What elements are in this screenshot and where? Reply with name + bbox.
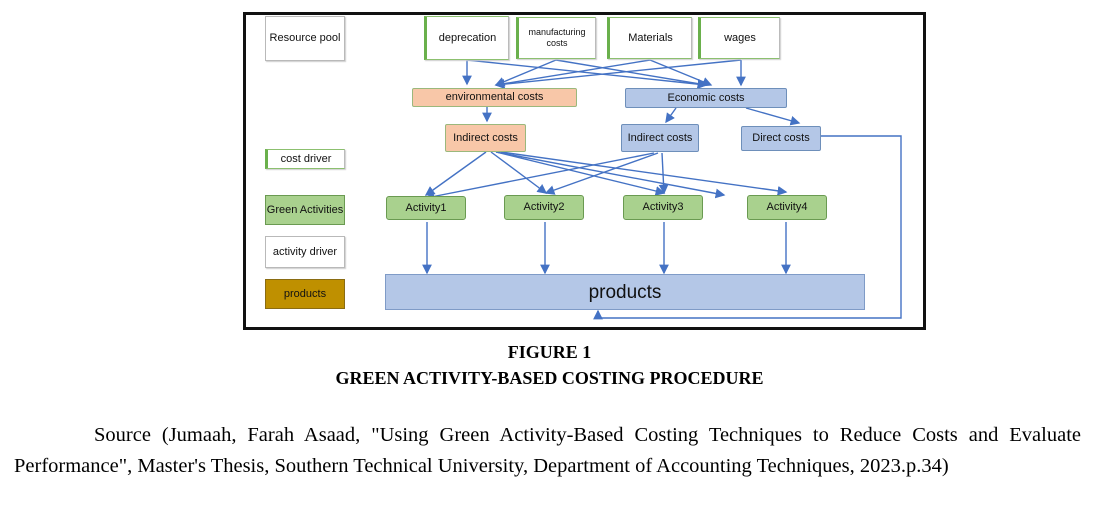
arrow-envind-act4 <box>500 151 788 196</box>
products-box: products <box>385 274 865 310</box>
direct-costs-box: Direct costs <box>741 126 821 151</box>
arrow-ecoind-act3 <box>658 152 669 195</box>
legend-cost-driver: cost driver <box>265 149 345 169</box>
arrow-ecoind-act2 <box>544 152 659 195</box>
arrow-envind-act2 <box>490 151 548 194</box>
source-citation: Source (Jumaah, Farah Asaad, "Using Gree… <box>14 424 1081 477</box>
arrow-materials-env <box>494 59 651 89</box>
connector-arrows <box>422 59 902 320</box>
legend-activity-driver: activity driver <box>265 236 345 268</box>
activity-3-box: Activity3 <box>623 195 703 220</box>
resource-manufacturing-costs: manufacturing costs <box>516 17 596 59</box>
arrow-envind-extra <box>495 151 726 199</box>
arrow-direct-products <box>593 135 902 320</box>
eco-indirect-costs-box: Indirect costs <box>621 124 699 152</box>
legend-green-activities: Green Activities <box>265 195 345 225</box>
arrow-deprecation-eco <box>466 59 708 89</box>
legend-products: products <box>265 279 345 309</box>
resource-deprecation: deprecation <box>424 16 509 60</box>
arrow-envind-act3 <box>495 151 666 196</box>
environmental-costs-box: environmental costs <box>412 88 577 107</box>
economic-costs-box: Economic costs <box>625 88 787 108</box>
arrow-wages-env <box>494 59 742 90</box>
diagram-frame: Resource pool cost driver Green Activiti… <box>243 12 926 330</box>
activity-2-box: Activity2 <box>504 195 584 220</box>
arrow-eco-indirect <box>665 107 677 124</box>
arrow-ecoind-act1 <box>424 152 655 202</box>
arrow-manufacturing-env <box>494 59 557 87</box>
env-indirect-costs-box: Indirect costs <box>445 124 526 152</box>
arrow-manufacturing-eco <box>555 59 708 89</box>
activity-4-box: Activity4 <box>747 195 827 220</box>
arrow-envind-act1 <box>424 151 487 196</box>
arrow-materials-eco <box>649 59 713 87</box>
arrow-eco-direct <box>745 107 801 126</box>
figure-number: FIGURE 1 <box>507 342 592 362</box>
activity-1-box: Activity1 <box>386 196 466 220</box>
legend-resource-pool: Resource pool <box>265 16 345 61</box>
figure-title: GREEN ACTIVITY-BASED COSTING PROCEDURE <box>335 368 764 388</box>
resource-wages: wages <box>698 17 780 59</box>
resource-materials: Materials <box>607 17 692 59</box>
